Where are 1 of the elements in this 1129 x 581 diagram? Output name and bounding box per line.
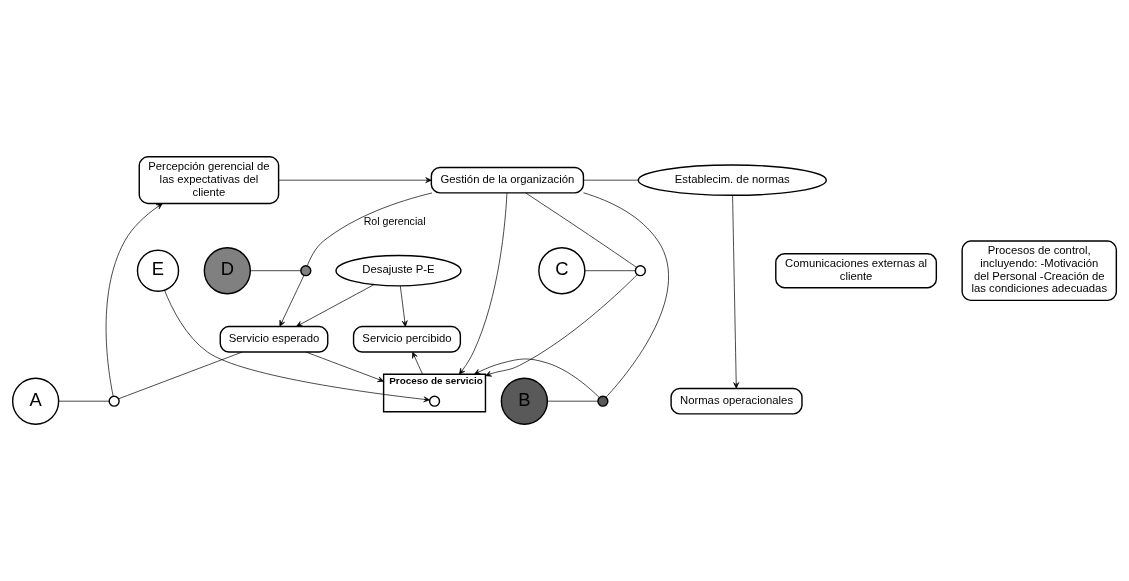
edge-label: Rol gerencial [363,214,426,227]
